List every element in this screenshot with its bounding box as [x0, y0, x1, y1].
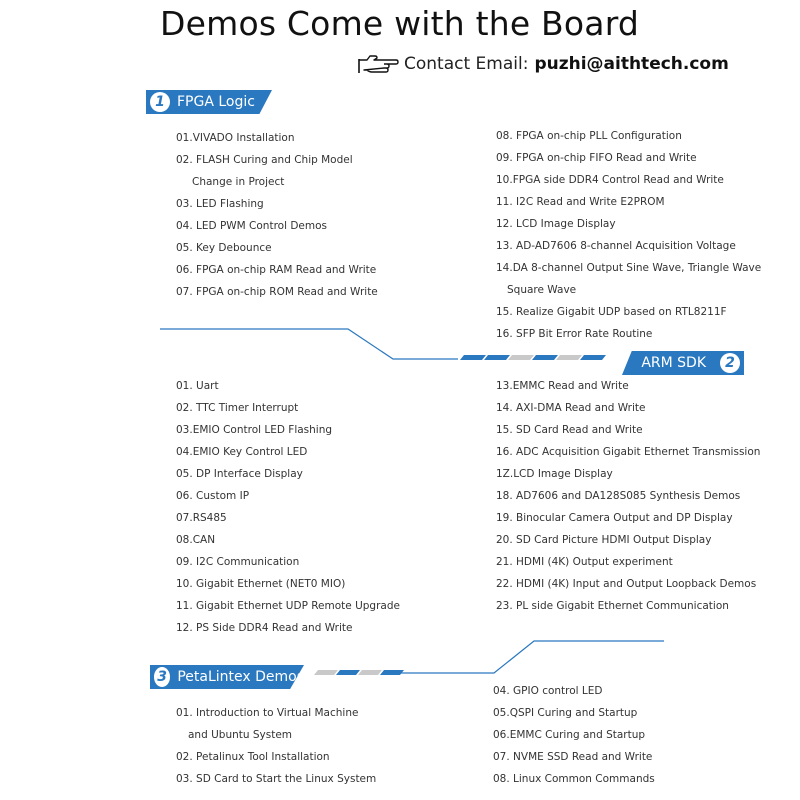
list-item: 14. AXI-DMA Read and Write	[496, 402, 646, 414]
list-item: 06. Custom IP	[176, 490, 250, 502]
list-item: 22. HDMI (4K) Input and Output Loopback …	[496, 578, 757, 590]
list-item: 03.EMIO Control LED Flashing	[176, 424, 333, 436]
list-item: 08. Linux Common Commands	[493, 773, 655, 785]
section-title: ARM SDK	[641, 355, 706, 371]
list-item: 05.QSPI Curing and Startup	[493, 707, 638, 719]
fpga-logic-right-list: 08. FPGA on-chip PLL Configuration 09. F…	[496, 125, 761, 345]
page-title: Demos Come with the Board	[160, 4, 640, 43]
list-item: 11. Gigabit Ethernet UDP Remote Upgrade	[176, 600, 400, 612]
list-item: 12. PS Side DDR4 Read and Write	[176, 622, 353, 634]
list-item: 01. Introduction to Virtual Machine	[176, 707, 359, 719]
list-item: 03. LED Flashing	[176, 198, 264, 210]
section-number-badge: 2	[720, 353, 740, 373]
list-item: 02. FLASH Curing and Chip Model	[176, 154, 353, 166]
list-item: 15. Realize Gigabit UDP based on RTL8211…	[496, 306, 727, 318]
list-item: 06. FPGA on-chip RAM Read and Write	[176, 264, 377, 276]
list-item: 09. FPGA on-chip FIFO Read and Write	[496, 152, 697, 164]
section-number-badge: 1	[150, 92, 170, 112]
stripe-blocks-2	[314, 670, 404, 675]
divider-line-2	[400, 640, 664, 674]
contact-label: Contact Email:	[404, 54, 529, 74]
list-item: 13. AD-AD7606 8-channel Acquisition Volt…	[496, 240, 736, 252]
list-item: 15. SD Card Read and Write	[496, 424, 643, 436]
list-item: 07. FPGA on-chip ROM Read and Write	[176, 286, 378, 298]
list-item: 04. LED PWM Control Demos	[176, 220, 328, 232]
list-item: Square Wave	[507, 284, 577, 296]
list-item: 1Z.LCD Image Display	[496, 468, 613, 480]
arm-sdk-left-list: 01. Uart 02. TTC Timer Interrupt 03.EMIO…	[176, 375, 400, 639]
list-item: 21. HDMI (4K) Output experiment	[496, 556, 673, 568]
arm-sdk-right-list: 13.EMMC Read and Write 14. AXI-DMA Read …	[496, 375, 760, 617]
list-item: 04. GPIO control LED	[493, 685, 603, 697]
stripe-blocks-1	[460, 355, 606, 360]
section-title: FPGA Logic	[177, 94, 255, 110]
list-item: 16. ADC Acquisition Gigabit Ethernet Tra…	[496, 446, 761, 458]
contact-line: Contact Email: puzhi@aithtech.com	[356, 51, 729, 77]
list-item: 04.EMIO Key Control LED	[176, 446, 308, 458]
section-title: PetaLintex Demos	[177, 669, 304, 685]
section-tab-arm-sdk: ARM SDK 2	[622, 351, 744, 375]
list-item: 07.RS485	[176, 512, 227, 524]
list-item: 03. SD Card to Start the Linux System	[176, 773, 377, 785]
section-tab-petalintex-demos: 3 PetaLintex Demos	[150, 665, 304, 689]
list-item: 01. Uart	[176, 380, 219, 392]
list-item: 20. SD Card Picture HDMI Output Display	[496, 534, 712, 546]
list-item: 11. I2C Read and Write E2PROM	[496, 196, 665, 208]
list-item: 18. AD7606 and DA128S085 Synthesis Demos	[496, 490, 741, 502]
list-item: 05. Key Debounce	[176, 242, 272, 254]
list-item: 16. SFP Bit Error Rate Routine	[496, 328, 653, 340]
list-item: 06.EMMC Curing and Startup	[493, 729, 646, 741]
section-number-badge: 3	[154, 667, 171, 687]
list-item: 12. LCD Image Display	[496, 218, 616, 230]
list-item: 08. FPGA on-chip PLL Configuration	[496, 130, 682, 142]
list-item: 02. TTC Timer Interrupt	[176, 402, 299, 414]
section-tab-fpga-logic: 1 FPGA Logic	[146, 90, 272, 114]
list-item: 01.VIVADO Installation	[176, 132, 295, 144]
petalintex-left-list: 01. Introduction to Virtual Machine and …	[176, 702, 376, 790]
pointing-hand-icon	[358, 55, 399, 73]
fpga-logic-left-list: 01.VIVADO Installation 02. FLASH Curing …	[176, 127, 378, 303]
list-item: 23. PL side Gigabit Ethernet Communicati…	[496, 600, 729, 612]
petalintex-right-list: 04. GPIO control LED 05.QSPI Curing and …	[493, 680, 655, 790]
list-item: 14.DA 8-channel Output Sine Wave, Triang…	[496, 262, 762, 274]
contact-email[interactable]: puzhi@aithtech.com	[534, 54, 729, 74]
list-item: 10.FPGA side DDR4 Control Read and Write	[496, 174, 724, 186]
list-item: 07. NVME SSD Read and Write	[493, 751, 653, 763]
list-item: 09. I2C Communication	[176, 556, 300, 568]
list-item: 02. Petalinux Tool Installation	[176, 751, 330, 763]
list-item: and Ubuntu System	[188, 729, 293, 741]
list-item: 10. Gigabit Ethernet (NET0 MIO)	[176, 578, 346, 590]
list-item: 13.EMMC Read and Write	[496, 380, 629, 392]
list-item: 08.CAN	[176, 534, 216, 546]
list-item: 05. DP Interface Display	[176, 468, 303, 480]
divider-line-1	[160, 328, 458, 360]
list-item: Change in Project	[192, 176, 285, 188]
list-item: 19. Binocular Camera Output and DP Displ…	[496, 512, 733, 524]
